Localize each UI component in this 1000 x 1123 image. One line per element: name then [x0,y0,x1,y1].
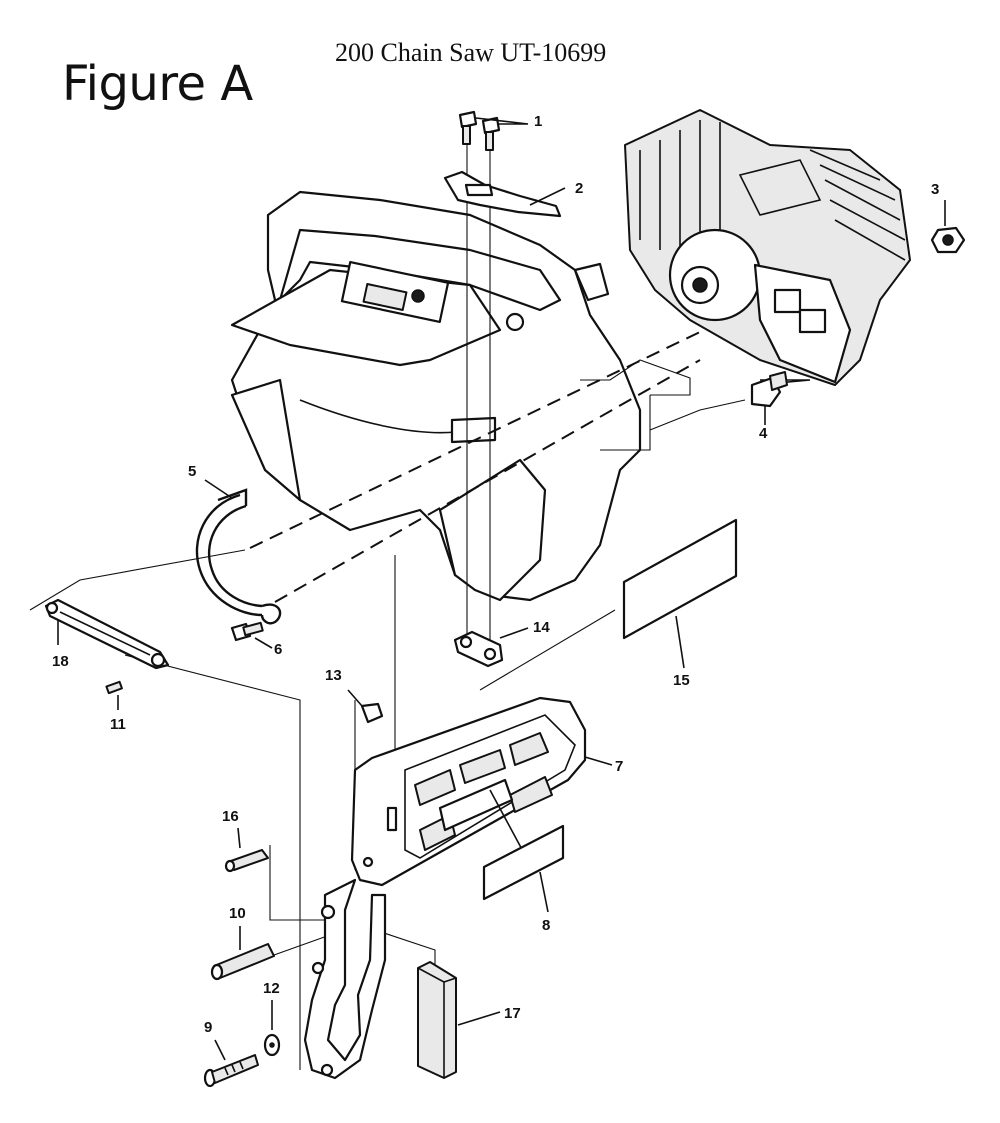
block-part-17 [417,961,501,1079]
pin-part-10 [210,926,275,981]
callout-8: 8 [542,917,550,934]
callout-3: 3 [931,181,939,198]
screws-part-1 [458,110,529,151]
bracket-arm [303,878,387,1080]
callout-6: 6 [274,641,282,658]
callout-1: 1 [534,113,542,130]
callout-9: 9 [204,1019,212,1036]
centerline [249,331,701,549]
pin-part-16 [224,827,269,873]
callout-10: 10 [229,905,246,922]
callout-12: 12 [263,980,280,997]
fitting-part-4 [750,371,788,425]
callout-7: 7 [615,758,623,775]
callout-16: 16 [222,808,239,825]
spring-clip-part-5 [195,479,282,625]
label-part-8 [482,824,565,913]
washer-part-12 [263,1000,281,1057]
callout-18: 18 [52,653,69,670]
centerline-lower [274,359,701,603]
callout-5: 5 [188,463,196,480]
callout-15: 15 [673,672,690,689]
screw-part-6 [230,621,273,649]
pin-part-11 [105,680,123,710]
document-title: 200 Chain Saw UT-10699 [335,38,607,67]
callout-14: 14 [533,619,550,636]
label-part-15 [622,518,738,669]
callout-17: 17 [504,1005,521,1022]
figure-label: Figure A [62,56,253,112]
plate-part-14 [453,627,529,668]
side-cover-part-7 [350,696,613,887]
callout-numbers: 1 2 3 4 5 6 7 8 9 10 11 12 13 14 15 16 1… [52,113,939,1036]
nut-part-3 [930,200,966,254]
callout-2: 2 [575,180,583,197]
engine-assembly [624,109,911,386]
callout-11: 11 [110,716,126,733]
link-bar-part-18 [44,598,170,670]
screw-part-9 [203,1039,259,1088]
bracket-part-2 [443,170,566,218]
callout-4: 4 [759,425,768,442]
callout-13: 13 [325,667,342,684]
housing-handle [230,190,642,602]
screw-part-13 [347,689,384,724]
